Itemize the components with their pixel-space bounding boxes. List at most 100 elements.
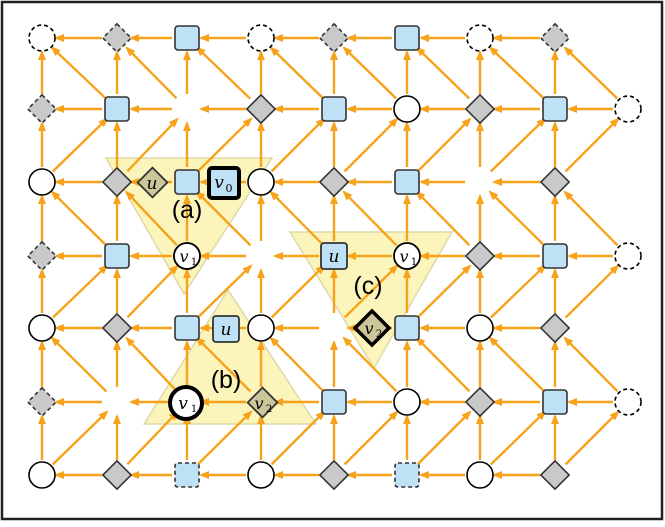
edge-arrow <box>416 264 472 319</box>
region-c-v2-sub: 2 <box>376 329 382 340</box>
edge-arrow <box>489 117 547 173</box>
edge-arrow <box>415 190 471 247</box>
edge-arrow <box>563 190 619 247</box>
region-b-u-node: u <box>212 315 240 343</box>
diamond-node <box>464 240 496 272</box>
circle-node <box>247 168 275 196</box>
circle-node <box>393 388 421 416</box>
region-a-v0-node: v 0 <box>207 166 241 200</box>
region-b-v2-sub: 2 <box>266 404 272 415</box>
square-node <box>174 25 200 51</box>
edge-arrow <box>50 190 108 247</box>
region-c-v2-label: v <box>364 319 373 338</box>
edge-arrow <box>342 190 398 247</box>
region-a-label: (a) <box>172 196 203 224</box>
diamond-node <box>318 459 350 491</box>
region-c-u-label: u <box>329 247 340 267</box>
edge-arrow <box>416 117 472 173</box>
diamond-node <box>464 386 496 418</box>
edge-arrow <box>269 336 325 393</box>
edge-arrow <box>563 46 619 100</box>
diamond-node <box>26 386 58 418</box>
circle-node <box>28 24 56 52</box>
circle-node <box>28 314 56 342</box>
diamond-node <box>539 459 571 491</box>
edge-arrow <box>50 336 108 393</box>
region-c-label: (c) <box>353 272 382 300</box>
edge-arrow <box>415 336 471 393</box>
diamond-node <box>539 166 571 198</box>
edge-arrow <box>195 336 252 393</box>
diamond-node <box>539 312 571 344</box>
circle-node <box>466 24 494 52</box>
edge-arrow <box>564 117 620 173</box>
edge-arrow <box>195 190 252 247</box>
region-c-u-node: u <box>320 242 348 270</box>
edge-arrow <box>489 264 547 319</box>
circle-node <box>28 461 56 489</box>
square-node <box>174 462 200 488</box>
edge-arrow <box>415 46 471 100</box>
circle-node <box>466 461 494 489</box>
circle-node <box>614 388 642 416</box>
region-c-v1-sub: 1 <box>411 257 417 268</box>
diamond-node <box>245 93 277 125</box>
node-layer <box>26 22 642 491</box>
square-node <box>542 96 568 122</box>
edge-arrow <box>489 410 547 466</box>
region-b-v1-label: v <box>178 394 188 414</box>
region-b-label: (b) <box>211 366 242 394</box>
edge-arrow <box>51 264 109 319</box>
diamond-node <box>26 93 58 125</box>
region-a-u-node: u <box>136 166 169 199</box>
square-node <box>104 96 130 122</box>
diamond-node <box>101 459 133 491</box>
square-node <box>104 243 130 269</box>
edge-arrow <box>196 264 253 319</box>
region-b-u-label: u <box>221 320 232 340</box>
edge-arrow <box>125 190 178 246</box>
edge-arrow <box>343 410 399 466</box>
annotation-layer: u v 0 v 1 (a) u v 1 v 2 (b) <box>136 166 421 421</box>
region-c-v1-node: v 1 <box>393 242 421 270</box>
circle-node <box>247 461 275 489</box>
square-node <box>321 96 347 122</box>
edge-arrow <box>126 117 179 173</box>
edge-arrow <box>564 264 620 319</box>
diamond-node <box>318 166 350 198</box>
region-b-v2-node: v 2 <box>246 386 279 419</box>
edge-arrow <box>342 46 398 100</box>
diamond-node <box>26 240 58 272</box>
edge-arrow <box>270 410 326 466</box>
edge-arrow <box>50 46 107 100</box>
diamond-node <box>101 312 133 344</box>
diamond-node <box>101 166 133 198</box>
edge-arrow <box>269 190 325 247</box>
edge-arrow <box>269 46 325 100</box>
square-node <box>542 243 568 269</box>
circle-node <box>247 24 275 52</box>
edge-arrow <box>126 410 179 466</box>
diamond-node <box>101 22 133 54</box>
edge-arrow <box>564 410 620 466</box>
circle-node <box>393 95 421 123</box>
region-a-v1-sub: 1 <box>191 257 197 268</box>
square-node <box>321 389 347 415</box>
diamond-node <box>318 22 350 54</box>
edge-arrow <box>196 117 253 173</box>
edge-layer <box>38 34 620 479</box>
edge-arrow <box>488 336 546 393</box>
region-a-v1-node: v 1 <box>173 242 201 270</box>
edge-arrow <box>51 410 109 466</box>
region-a-u-label: u <box>147 174 158 194</box>
edge-arrow <box>488 190 546 247</box>
edge-arrow <box>51 117 109 173</box>
region-c-v1-label: v <box>399 247 408 266</box>
square-node <box>394 315 420 341</box>
edge-arrow <box>343 117 399 173</box>
edge-arrow <box>126 264 179 319</box>
circle-node <box>614 95 642 123</box>
